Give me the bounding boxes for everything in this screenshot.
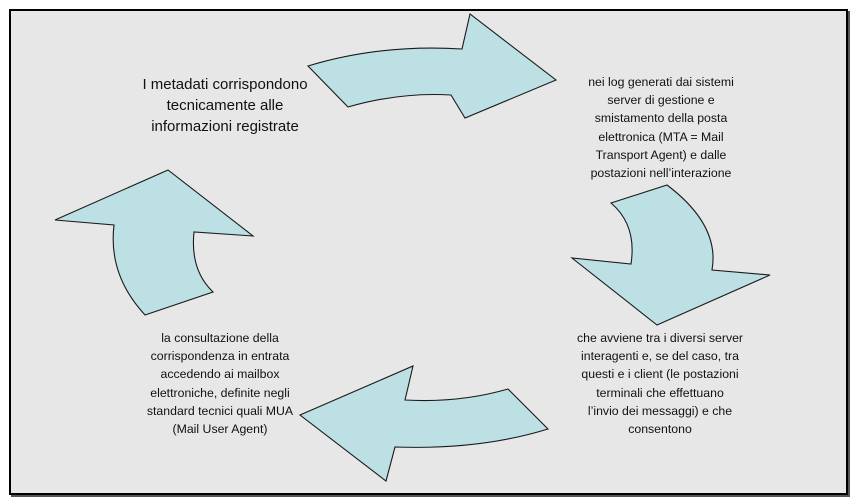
step-text-consultation: la consultazione della corrispondenza in… xyxy=(146,331,294,437)
step-text-interaction: che avviene tra i diversi server interag… xyxy=(576,331,744,437)
arrow-up-icon xyxy=(54,169,255,316)
step-text-metadata: I metadati corrispondono tecnicamente al… xyxy=(142,76,308,135)
step-text-server-logs: nei log generati dai sistemi server di g… xyxy=(588,75,734,181)
arrow-right-icon xyxy=(306,13,558,119)
arrow-left-icon xyxy=(298,365,550,482)
arrow-down-icon xyxy=(570,184,771,326)
